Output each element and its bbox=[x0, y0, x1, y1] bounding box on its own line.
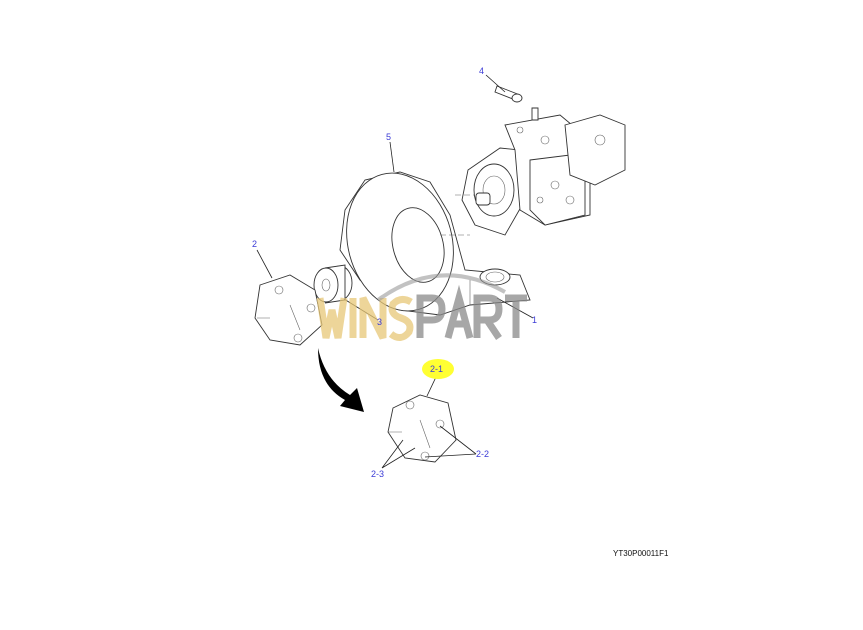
callout-2-1[interactable]: 2-1 bbox=[430, 364, 443, 374]
coupling[interactable] bbox=[254, 274, 323, 346]
coupling-element[interactable] bbox=[387, 394, 457, 463]
callout-5[interactable]: 5 bbox=[386, 132, 391, 142]
callout-1[interactable]: 1 bbox=[532, 315, 537, 325]
callout-2-3[interactable]: 2-3 bbox=[371, 469, 384, 479]
hydraulic-pump[interactable] bbox=[461, 107, 626, 236]
watermark-logo bbox=[316, 273, 527, 341]
spacer[interactable] bbox=[313, 264, 353, 304]
callout-2-2[interactable]: 2-2 bbox=[476, 449, 489, 459]
callout-highlight bbox=[422, 359, 454, 379]
callout-2[interactable]: 2 bbox=[252, 239, 257, 249]
callout-4[interactable]: 4 bbox=[479, 66, 484, 76]
pump-bolt[interactable] bbox=[494, 85, 523, 103]
arrow-icon bbox=[318, 348, 364, 412]
drawing-code: YT30P00011F1 bbox=[613, 549, 669, 558]
callout-3[interactable]: 3 bbox=[377, 317, 382, 327]
